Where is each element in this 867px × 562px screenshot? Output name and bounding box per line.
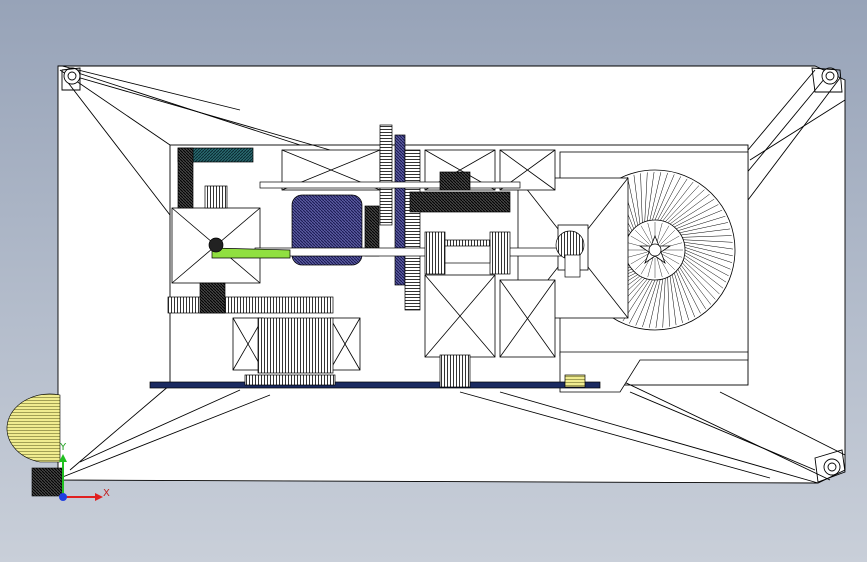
bearing-block-bottom-mid[interactable]: [329, 317, 361, 371]
spur-gear-vertical-2[interactable]: [394, 134, 406, 286]
shaft-bottom[interactable]: [149, 381, 601, 389]
bearing-block-bottom-1[interactable]: [424, 274, 496, 358]
selected-shaft[interactable]: [211, 247, 291, 259]
spur-gear-large-bottom[interactable]: [257, 317, 334, 374]
shaft-main[interactable]: [254, 247, 576, 257]
bearing-block-bottom-2[interactable]: [499, 279, 556, 358]
spline-gear-2[interactable]: [489, 231, 511, 275]
coordinate-triad: X Y: [59, 442, 110, 501]
gear-train[interactable]: [149, 124, 601, 389]
spline-gear-1[interactable]: [424, 231, 446, 275]
rack-gear[interactable]: [167, 296, 334, 314]
external-bearing[interactable]: [6, 393, 63, 497]
triad-z-axis: [59, 493, 67, 501]
shaft-upper[interactable]: [259, 181, 521, 189]
triad-y-label: Y: [59, 442, 67, 453]
corner-boss-bottom-right: [823, 458, 841, 476]
worm-gear-blue[interactable]: [291, 194, 363, 266]
triad-x-label: X: [103, 488, 110, 499]
corner-boss-top-left: [63, 67, 81, 85]
spur-gear-vertical-1[interactable]: [379, 124, 393, 226]
corner-boss-top-right: [821, 67, 839, 85]
shaft-hatched-upper[interactable]: [409, 191, 511, 213]
